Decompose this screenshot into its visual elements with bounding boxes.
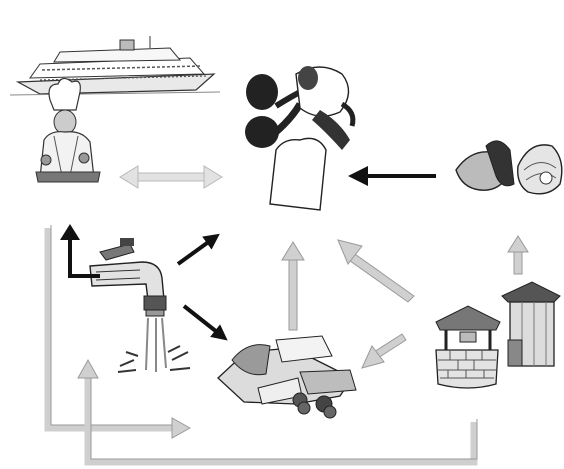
arrow-shellfish-to-person bbox=[348, 166, 436, 186]
outhouse-icon bbox=[501, 281, 561, 367]
arrow-tap-to-chef bbox=[60, 224, 100, 278]
arrow-food-to-person bbox=[281, 241, 305, 331]
arrow-tap-to-person bbox=[176, 233, 220, 266]
arrow-outhouse-to-shellfish bbox=[507, 235, 529, 275]
chef-icon bbox=[35, 77, 101, 183]
well-icon bbox=[435, 305, 501, 389]
water-tap-icon bbox=[89, 238, 191, 373]
shellfish-icon bbox=[455, 140, 563, 195]
arrow-well-to-person bbox=[337, 239, 415, 303]
arrow-well-loop-to-tap bbox=[77, 358, 478, 466]
arrow-left-loop-to-food bbox=[44, 225, 192, 439]
food-icon bbox=[217, 335, 357, 419]
arrow-tap-to-food bbox=[182, 304, 228, 341]
cruise-ship-icon bbox=[9, 36, 221, 96]
parent-child-icon bbox=[245, 66, 356, 211]
arrow-chef-person-double bbox=[119, 165, 223, 189]
arrow-well-to-food bbox=[361, 333, 407, 369]
